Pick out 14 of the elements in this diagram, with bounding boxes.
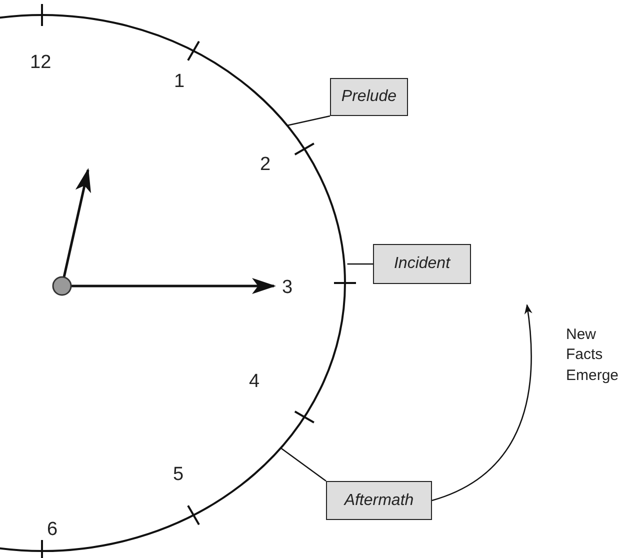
label-box: Prelude bbox=[330, 78, 408, 116]
leader-line bbox=[287, 115, 330, 126]
hour-number: 2 bbox=[260, 155, 271, 174]
leader-line bbox=[347, 263, 373, 265]
hour-number: 6 bbox=[47, 520, 58, 539]
label-box: Aftermath bbox=[326, 481, 432, 520]
leader-line bbox=[280, 447, 326, 482]
hour-number: 5 bbox=[173, 465, 184, 484]
hour-number: 12 bbox=[30, 53, 52, 72]
hour-number: 1 bbox=[174, 72, 185, 91]
hour-number: 3 bbox=[282, 278, 293, 297]
hour-number: 4 bbox=[249, 372, 260, 391]
arrow bbox=[432, 304, 532, 502]
label-box: Incident bbox=[373, 244, 471, 284]
